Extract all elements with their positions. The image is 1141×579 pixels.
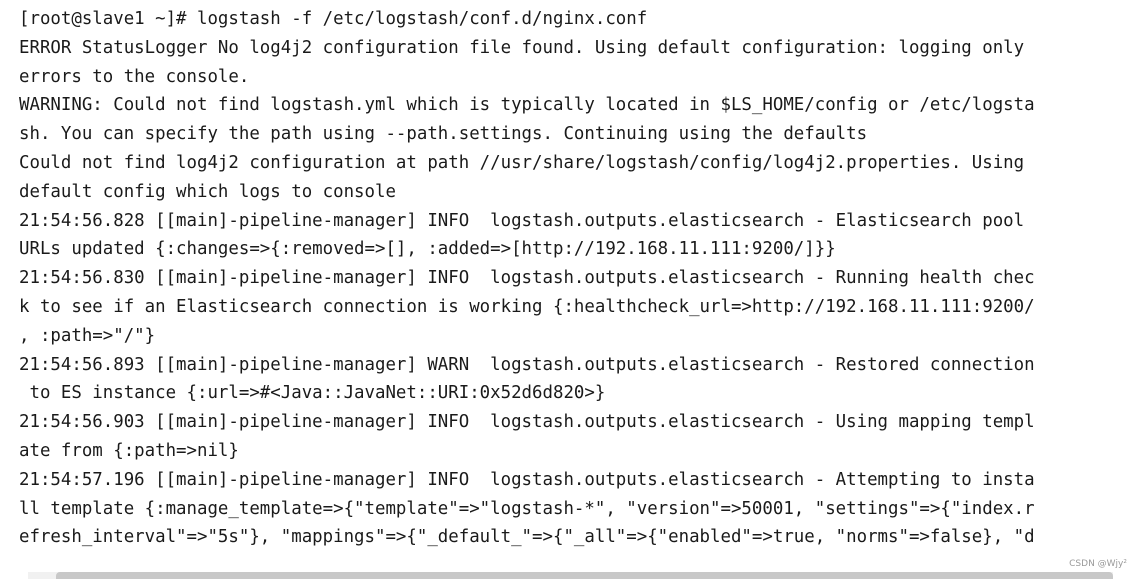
watermark: CSDN @Wjy² — [1069, 559, 1127, 569]
terminal-line: k to see if an Elasticsearch connection … — [19, 296, 1035, 317]
terminal-line: 21:54:56.830 [[main]-pipeline-manager] I… — [19, 268, 1035, 289]
terminal-line: URLs updated {:changes=>{:removed=>[], :… — [19, 239, 836, 260]
scrollbar-thumb[interactable] — [56, 572, 1113, 579]
terminal-line: to ES instance {:url=>#<Java::JavaNet::U… — [19, 383, 606, 404]
terminal-line: 21:54:56.903 [[main]-pipeline-manager] I… — [19, 412, 1035, 433]
terminal-line: ll template {:manage_template=>{"templat… — [19, 498, 1035, 519]
horizontal-scrollbar[interactable] — [28, 572, 1113, 579]
terminal-line: default config which logs to console — [19, 181, 396, 202]
terminal-line: [root@slave1 ~]# logstash -f /etc/logsta… — [19, 9, 648, 29]
terminal-line: efresh_interval"=>"5s"}, "mappings"=>{"_… — [19, 527, 1035, 548]
terminal-line: , :path=>"/"} — [19, 325, 156, 346]
terminal-line: 21:54:56.893 [[main]-pipeline-manager] W… — [19, 354, 1035, 375]
terminal-line: Could not find log4j2 configuration at p… — [19, 152, 1025, 173]
terminal-line: WARNING: Could not find logstash.yml whi… — [19, 95, 1035, 116]
terminal-line: 21:54:56.828 [[main]-pipeline-manager] I… — [19, 210, 1025, 231]
terminal-line: ate from {:path=>nil} — [19, 440, 239, 461]
terminal-line: 21:54:57.196 [[main]-pipeline-manager] I… — [19, 469, 1035, 490]
terminal-line: ERROR StatusLogger No log4j2 configurati… — [19, 37, 1025, 58]
terminal-line: sh. You can specify the path using --pat… — [19, 124, 868, 145]
terminal-line: errors to the console. — [19, 66, 250, 87]
